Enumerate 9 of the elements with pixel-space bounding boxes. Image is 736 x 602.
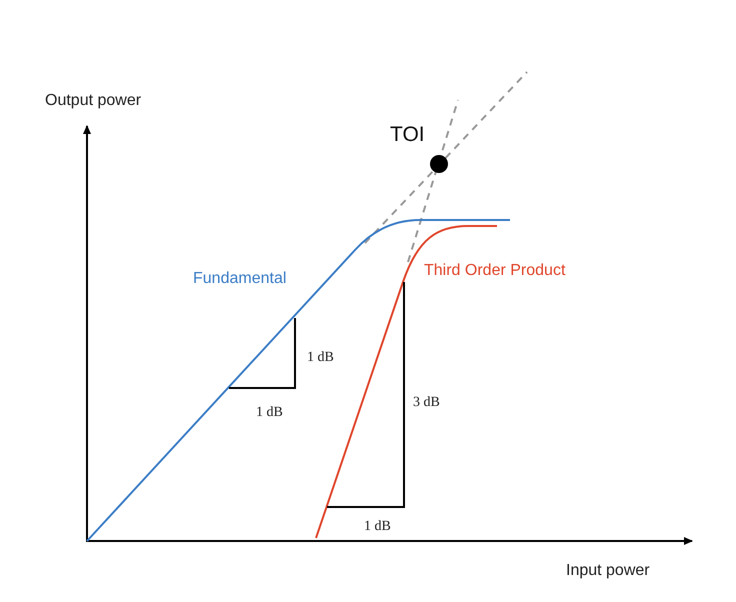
curve-label: Third Order Product <box>424 263 566 279</box>
axis-label: Input power <box>566 563 650 579</box>
slope-label: 3 dB <box>413 396 440 410</box>
slope-label: 1 dB <box>364 520 391 534</box>
slope-label: 1 dB <box>307 351 334 365</box>
slope-label: 1 dB <box>256 406 283 420</box>
point-label: TOI <box>390 124 425 145</box>
curve-label: Fundamental <box>193 271 286 287</box>
axis-label: Output power <box>45 93 142 109</box>
